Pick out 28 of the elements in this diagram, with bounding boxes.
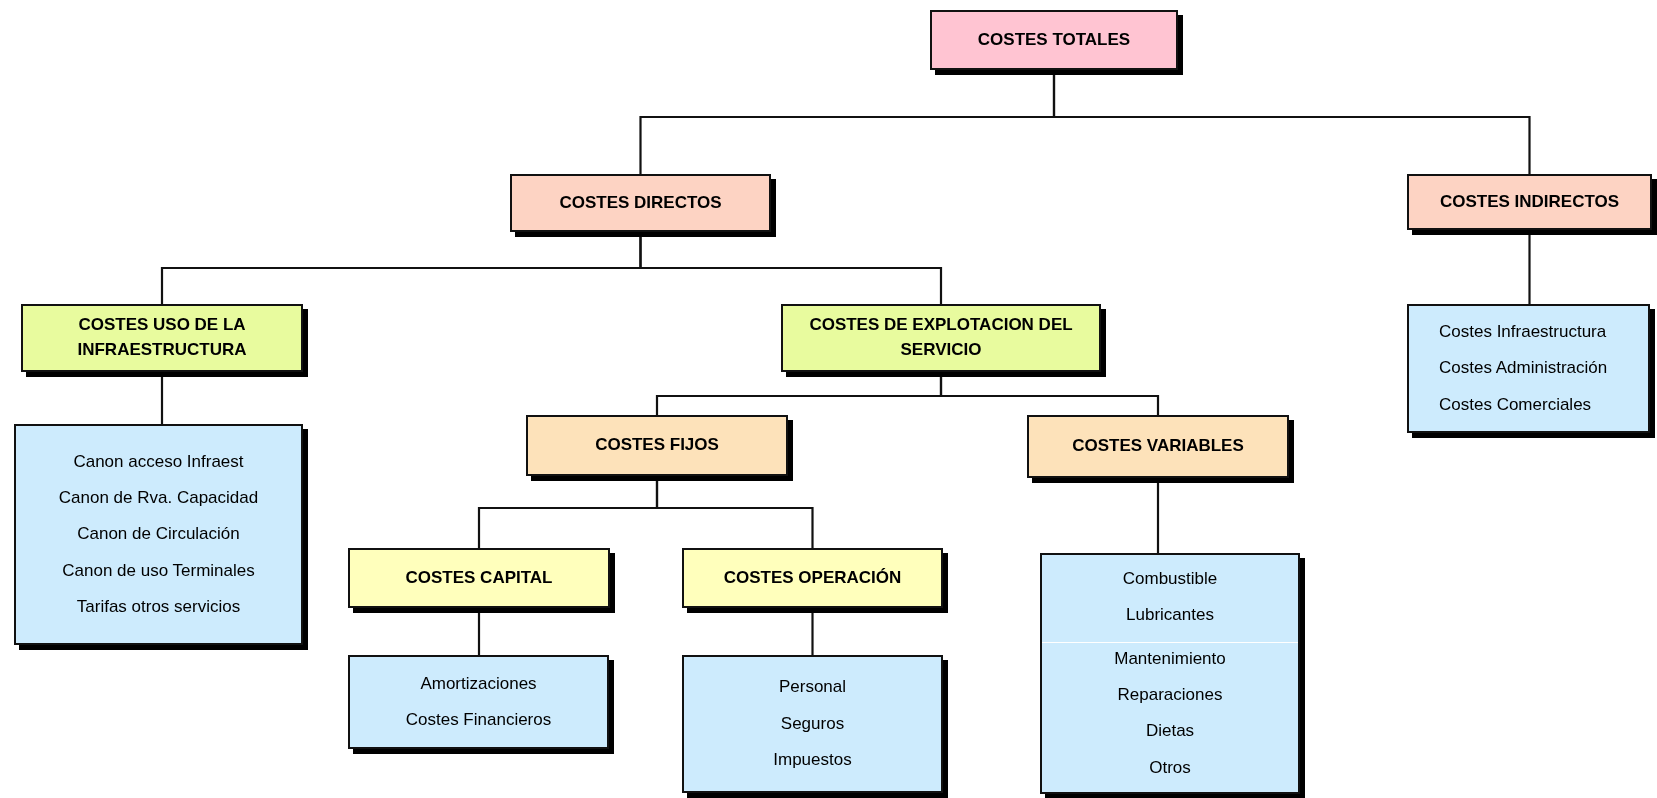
list-item: Canon de Rva. Capacidad	[57, 487, 260, 509]
list-item: Otros	[1148, 757, 1192, 779]
list-item: Tarifas otros servicios	[75, 597, 242, 618]
box-title: COSTES FIJOS	[594, 434, 720, 457]
box-title: COSTES CAPITAL	[404, 566, 554, 589]
list-item: Reparaciones	[1116, 685, 1224, 706]
list-item: Costes Comerciales	[1438, 394, 1593, 416]
list-item: Mantenimiento	[1042, 641, 1298, 669]
box-title: COSTES DE EXPLOTACION DEL SERVICIO	[808, 314, 1074, 361]
box-title: COSTES DIRECTOS	[558, 191, 723, 214]
box-title: COSTES OPERACIÓN	[722, 566, 903, 589]
list-item: Costes Financieros	[404, 710, 553, 731]
list-item: Costes Infraestructura	[1438, 321, 1608, 343]
list-item: Canon de uso Terminales	[61, 560, 256, 582]
list-item: Amortizaciones	[419, 673, 538, 694]
list-item: Canon de Circulación	[76, 524, 241, 545]
box-title: COSTES TOTALES	[976, 28, 1132, 51]
box-title: COSTES INDIRECTOS	[1438, 190, 1621, 213]
list-item: Seguros	[779, 713, 846, 735]
list-item: Personal	[777, 677, 848, 698]
box-title: COSTES USO DE LA INFRAESTRUCTURA	[76, 314, 248, 361]
list-item: Canon acceso Infraest	[72, 451, 245, 472]
list-item: Lubricantes	[1125, 605, 1215, 626]
box-title: COSTES VARIABLES	[1071, 435, 1245, 458]
list-item: Dietas	[1144, 721, 1196, 742]
list-item: Impuestos	[772, 750, 853, 771]
list-item: Combustible	[1121, 568, 1219, 590]
list-item: Costes Administración	[1438, 358, 1609, 379]
